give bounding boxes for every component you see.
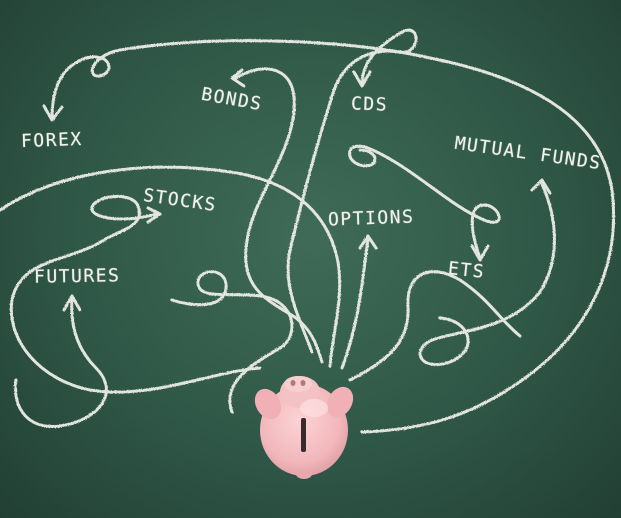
chalk-path-cds xyxy=(286,28,418,354)
chalk-path-stocks xyxy=(9,194,262,394)
label-forex: FOREX xyxy=(20,128,84,153)
chalk-path-left-swoop xyxy=(0,165,342,368)
label-ets: ETS xyxy=(447,258,487,283)
chalk-path-futures xyxy=(13,298,108,428)
chalk-path-options xyxy=(340,238,370,370)
piggy-bank-icon xyxy=(254,376,354,479)
chalk-path-right-swoop xyxy=(348,270,522,382)
chalk-arrow-icon xyxy=(42,104,64,122)
label-cds: CDS xyxy=(350,93,389,116)
label-options: OPTIONS xyxy=(327,206,415,231)
chalk-path-mutual-funds xyxy=(418,182,556,366)
chalk-path-forex xyxy=(50,39,616,434)
label-futures: FUTURES xyxy=(33,265,121,288)
chalk-path-small-loop xyxy=(170,270,294,414)
chalk-path-ets xyxy=(348,144,501,260)
